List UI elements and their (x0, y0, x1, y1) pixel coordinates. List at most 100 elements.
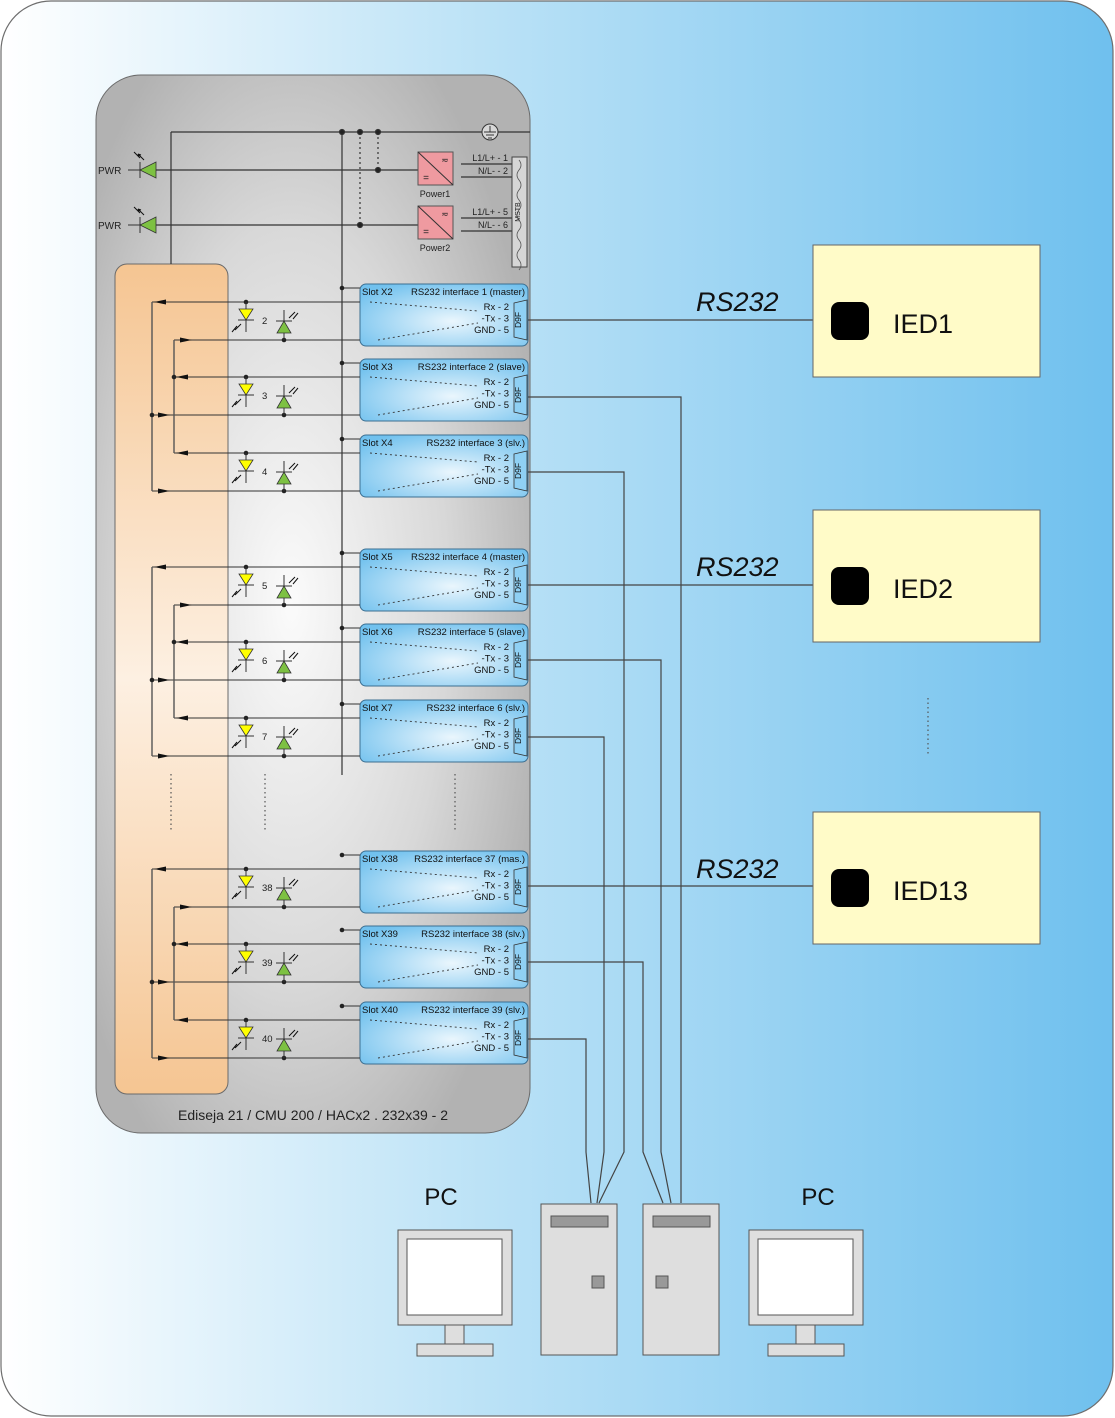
ied-ied2[interactable]: IED2 (812, 509, 1041, 643)
slot-channel-slot-x40: Slot X40 RS232 interface 39 (slv.) Rx - 2-… (152, 1001, 529, 1065)
arrow-left-icon (176, 1017, 188, 1023)
pin-label: Rx - 2 (484, 718, 509, 729)
slot-id: Slot X5 (362, 552, 393, 563)
rs232-port-icon (831, 567, 869, 605)
arrow-right-icon (180, 904, 192, 910)
pin-label: GND - 5 (474, 590, 509, 601)
slot-title: RS232 interface 39 (slv.) (421, 1005, 525, 1016)
pin-label: Rx - 2 (484, 302, 509, 313)
ied-ied1[interactable]: IED1 (812, 244, 1041, 378)
arrow-right-icon (158, 412, 170, 418)
arrow-left-icon (154, 299, 166, 305)
slot-id: Slot X4 (362, 438, 393, 449)
pin-label: -Tx - 3 (482, 389, 509, 400)
bus-group (149, 302, 177, 491)
arrow-left-icon (176, 450, 188, 456)
arrow-right-icon (158, 1055, 170, 1061)
arrow-left-icon (154, 866, 166, 872)
arrow-right-icon (180, 337, 192, 343)
tower-icon (642, 1203, 720, 1356)
pwr-led-icon (128, 206, 157, 234)
slot-title: RS232 interface 3 (slv.) (426, 438, 525, 449)
pin-label: -Tx - 3 (482, 1032, 509, 1043)
pin-label: -Tx - 3 (482, 881, 509, 892)
svg-text:D9F: D9F (513, 387, 523, 403)
terminal-block-mstb: MSTB (511, 156, 528, 271)
svg-text:D9F: D9F (513, 312, 523, 328)
terminal-label: N/L- - 2 (478, 166, 508, 176)
ac-symbol-icon: ≂ (441, 209, 449, 219)
arrow-left-icon (176, 374, 188, 380)
ied-name: IED1 (893, 309, 953, 339)
pin-label: Rx - 2 (484, 642, 509, 653)
slot-title: RS232 interface 38 (slv.) (421, 929, 525, 940)
pin-label: GND - 5 (474, 400, 509, 411)
slot-id: Slot X40 (362, 1005, 398, 1016)
power-supply-label: Power2 (420, 243, 451, 253)
svg-text:D9F: D9F (513, 577, 523, 593)
svg-text:D9F: D9F (513, 1030, 523, 1046)
slot-id: Slot X38 (362, 854, 398, 865)
tx-led-icon (276, 310, 299, 343)
dc-symbol-icon: = (423, 227, 429, 238)
link-label: RS232 (696, 854, 779, 884)
slot-module[interactable]: Slot X40 RS232 interface 39 (slv.) Rx - 2-… (359, 1001, 529, 1065)
svg-text:D9F: D9F (513, 879, 523, 895)
slot-id: Slot X6 (362, 627, 393, 638)
pc-label: PC (801, 1184, 834, 1211)
terminal-label: L1/L+ - 1 (472, 153, 508, 163)
d9f-connector-icon: D9F (513, 564, 528, 606)
tx-led-icon (276, 461, 299, 494)
channel-number: 4 (262, 467, 267, 478)
arrow-right-icon (158, 979, 170, 985)
monitor-icon (748, 1229, 864, 1357)
slot-title: RS232 interface 37 (mas.) (414, 854, 525, 865)
power-supply-label: Power1 (420, 189, 451, 199)
bus-group (149, 869, 177, 1058)
pc-1[interactable]: PC (397, 1184, 618, 1357)
svg-text:D9F: D9F (513, 728, 523, 744)
pin-label: GND - 5 (474, 892, 509, 903)
rx-led-icon (231, 450, 254, 484)
slot-title: RS232 interface 5 (slave) (418, 627, 525, 638)
svg-text:MSTB: MSTB (515, 202, 522, 222)
pin-label: Rx - 2 (484, 1020, 509, 1031)
terminal-label: L1/L+ - 5 (472, 207, 508, 217)
bus-group (149, 567, 177, 756)
pc-2[interactable]: PC (642, 1184, 864, 1357)
dc-symbol-icon: = (423, 173, 429, 184)
cables (528, 319, 840, 1204)
ied-ied13[interactable]: IED13 (812, 811, 1041, 945)
pin-label: Rx - 2 (484, 377, 509, 388)
pin-label: GND - 5 (474, 665, 509, 676)
channel-number: 6 (262, 656, 267, 667)
tx-led-icon (276, 650, 299, 683)
channel-number: 39 (262, 958, 273, 969)
arrow-right-icon (180, 602, 192, 608)
arrow-right-icon (158, 488, 170, 494)
terminal-label: N/L- - 6 (478, 220, 508, 230)
d9f-connector-icon: D9F (513, 299, 528, 341)
pin-label: -Tx - 3 (482, 956, 509, 967)
arrow-left-icon (154, 564, 166, 570)
pin-label: Rx - 2 (484, 944, 509, 955)
pwr-led-icon (128, 151, 157, 179)
pin-label: GND - 5 (474, 967, 509, 978)
continuation-dots (170, 698, 929, 830)
arrow-left-icon (176, 941, 188, 947)
